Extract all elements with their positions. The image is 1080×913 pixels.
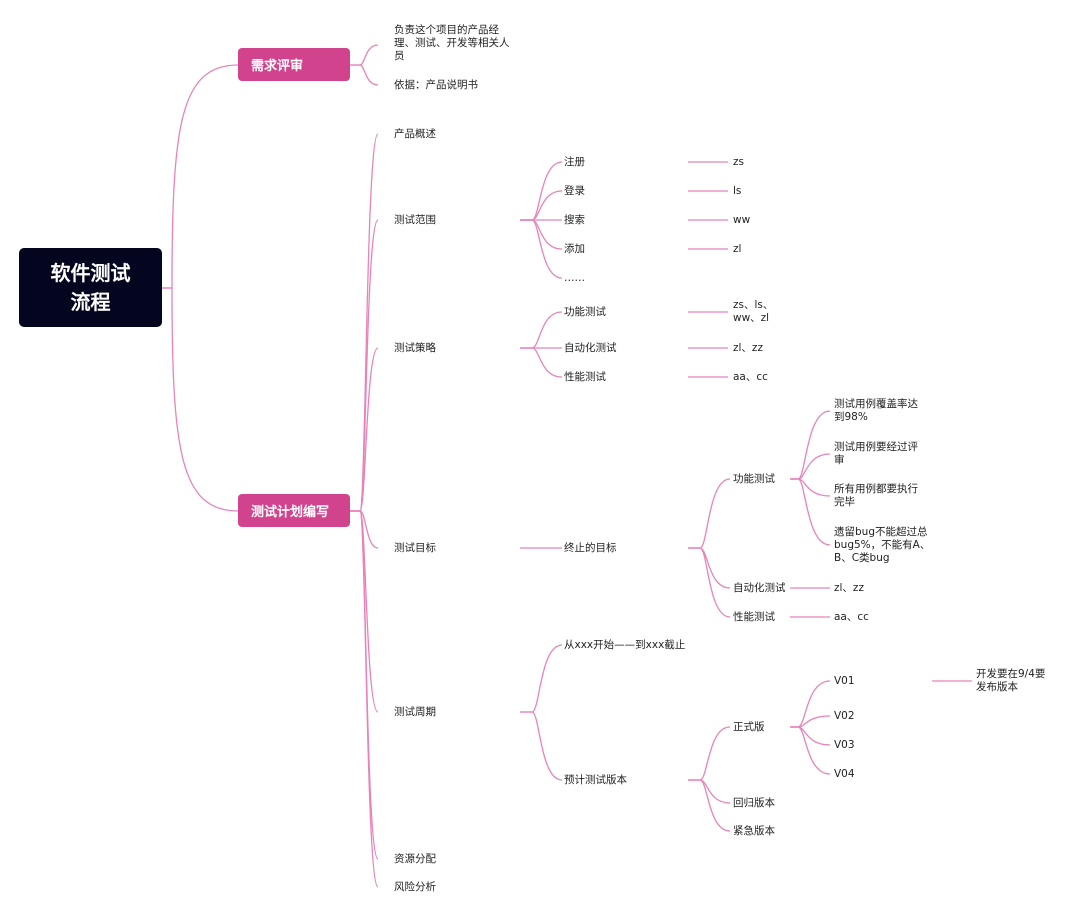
scope-item[interactable]: 注册 xyxy=(564,156,585,168)
node-resources[interactable]: 资源分配 xyxy=(394,853,436,865)
scope-owner[interactable]: ww xyxy=(733,214,751,226)
goal-automation[interactable]: 自动化测试 xyxy=(733,582,786,594)
node-planned-versions[interactable]: 预计测试版本 xyxy=(564,774,627,786)
scope-owner[interactable]: ls xyxy=(733,185,742,197)
node-test-strategy[interactable]: 测试策略 xyxy=(394,342,436,354)
node-product-overview[interactable]: 产品概述 xyxy=(394,128,436,140)
node-cycle-period[interactable]: 从xxx开始——到xxx截止 xyxy=(564,639,686,651)
version-v01-note[interactable]: 开发要在9/4要发布版本 xyxy=(976,668,1046,693)
version-item[interactable]: V03 xyxy=(834,739,855,751)
root-topic[interactable]: 软件测试 流程 xyxy=(19,248,162,327)
goal-criterion[interactable]: 所有用例都要执行完毕 xyxy=(834,483,918,508)
goal-criterion[interactable]: 测试用例要经过评审 xyxy=(834,441,918,466)
strategy-item[interactable]: 性能测试 xyxy=(564,371,606,383)
version-item[interactable]: V02 xyxy=(834,710,855,722)
strategy-item[interactable]: 功能测试 xyxy=(564,306,606,318)
topic-test-plan[interactable]: 测试计划编写 xyxy=(238,494,350,527)
node-test-cycle[interactable]: 测试周期 xyxy=(394,706,436,718)
node-risks[interactable]: 风险分析 xyxy=(394,881,436,893)
scope-item[interactable]: 登录 xyxy=(564,185,585,197)
version-emergency[interactable]: 紧急版本 xyxy=(733,825,775,837)
node-test-scope[interactable]: 测试范围 xyxy=(394,214,436,226)
scope-owner[interactable]: zl xyxy=(733,243,742,255)
goal-performance-owner[interactable]: aa、cc xyxy=(834,611,869,623)
goal-automation-owner[interactable]: zl、zz xyxy=(834,582,864,594)
strategy-owner[interactable]: aa、cc xyxy=(733,371,768,383)
scope-item[interactable]: 添加 xyxy=(564,243,585,255)
strategy-owner[interactable]: zs、ls、ww、zl xyxy=(733,299,774,324)
version-formal[interactable]: 正式版 xyxy=(733,721,765,733)
goal-criterion[interactable]: 遗留bug不能超过总bug5%，不能有A、B、C类bug xyxy=(834,526,931,564)
goal-functional[interactable]: 功能测试 xyxy=(733,473,775,485)
scope-item[interactable]: …… xyxy=(564,272,585,284)
node-review-people[interactable]: 负责这个项目的产品经理、测试、开发等相关人员 xyxy=(394,24,510,62)
goal-criterion[interactable]: 测试用例覆盖率达到98% xyxy=(834,398,918,423)
node-review-basis[interactable]: 依据：产品说明书 xyxy=(394,79,478,91)
version-item[interactable]: V01 xyxy=(834,675,855,687)
strategy-item[interactable]: 自动化测试 xyxy=(564,342,617,354)
topic-requirements-review-label: 需求评审 xyxy=(251,59,304,74)
root-topic-label: 软件测试 流程 xyxy=(50,260,131,314)
version-item[interactable]: V04 xyxy=(834,768,855,780)
strategy-owner[interactable]: zl、zz xyxy=(733,342,763,354)
node-test-goal[interactable]: 测试目标 xyxy=(394,542,436,554)
scope-owner[interactable]: zs xyxy=(733,156,744,168)
topic-requirements-review[interactable]: 需求评审 xyxy=(238,48,350,81)
node-final-goal[interactable]: 终止的目标 xyxy=(564,542,617,554)
goal-performance[interactable]: 性能测试 xyxy=(733,611,775,623)
version-regression[interactable]: 回归版本 xyxy=(733,797,775,809)
scope-item[interactable]: 搜索 xyxy=(564,214,585,226)
topic-test-plan-label: 测试计划编写 xyxy=(251,505,330,520)
